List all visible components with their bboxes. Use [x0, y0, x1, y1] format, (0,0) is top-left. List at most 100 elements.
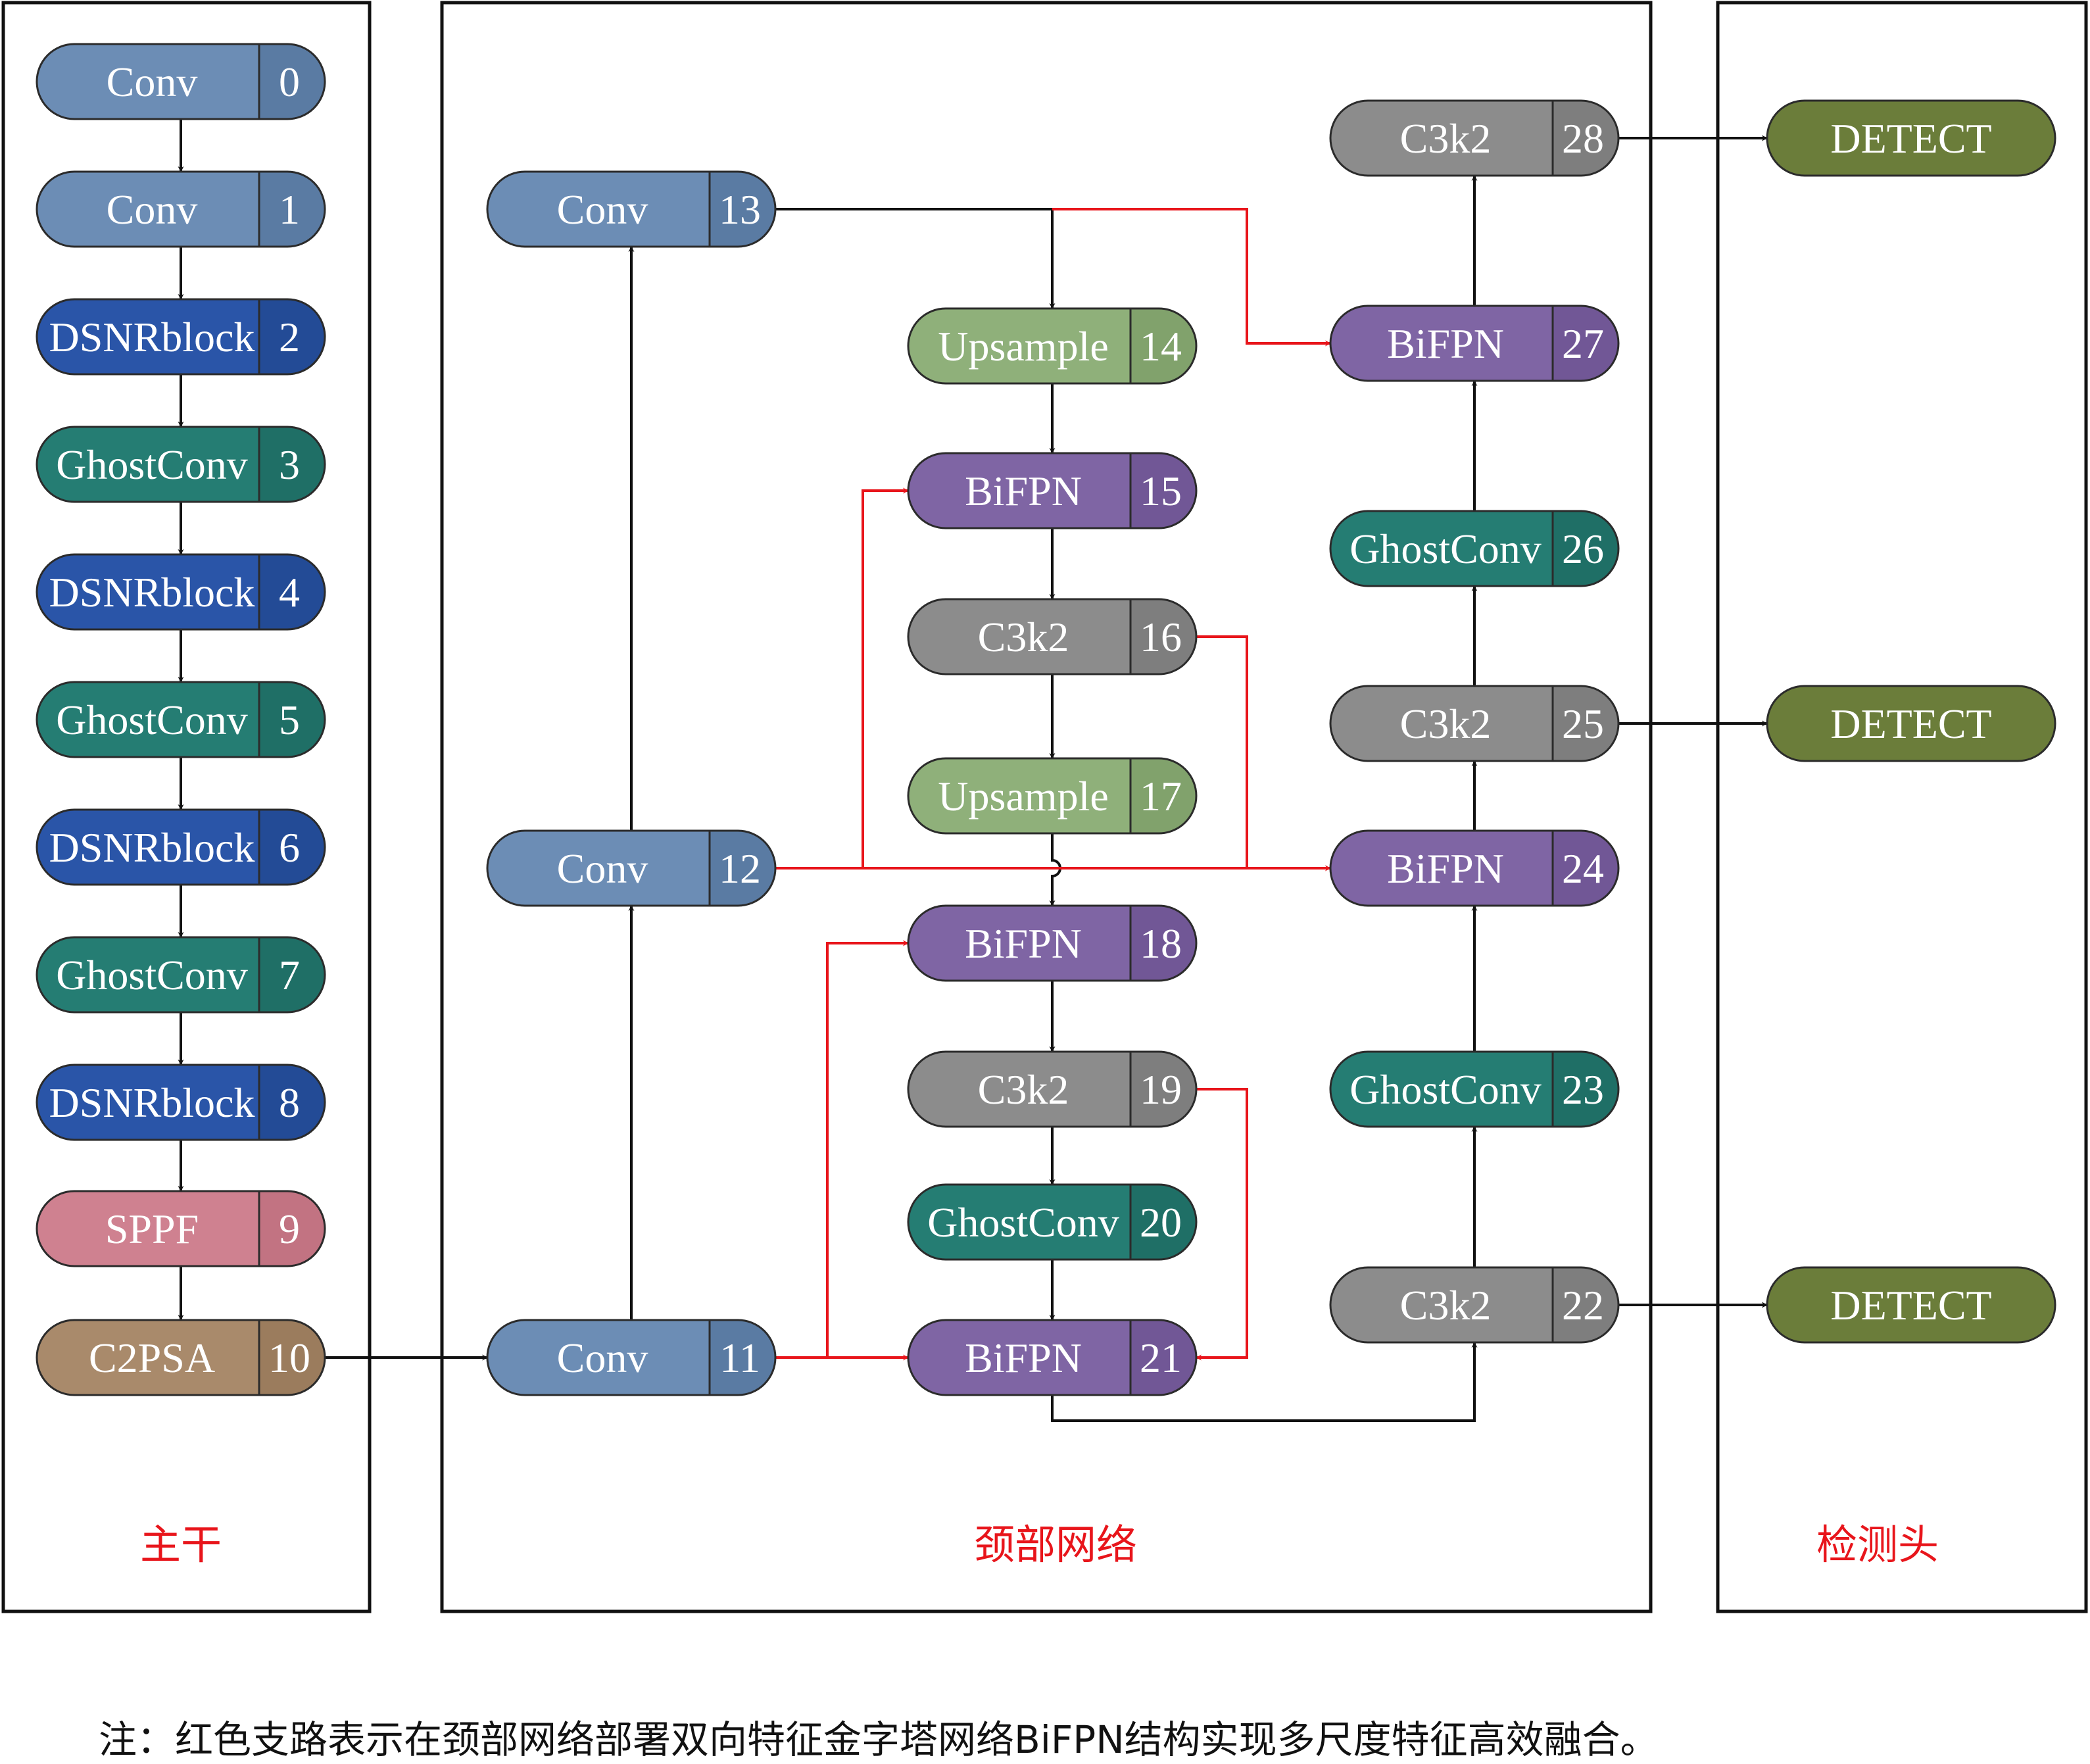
node-index-box: [710, 1320, 775, 1395]
module-index: 25: [1562, 700, 1604, 747]
node-body: [908, 599, 1196, 674]
module-index: 10: [268, 1335, 310, 1381]
module-index: 3: [279, 441, 300, 488]
module-index: 0: [279, 59, 300, 105]
node-outline: [36, 170, 326, 248]
module-index: 20: [1140, 1199, 1182, 1246]
module-name: BiFPN: [965, 468, 1082, 514]
node-body: [487, 1320, 775, 1395]
module-node-4: DSNRblock 4: [36, 553, 326, 631]
node-outline: [907, 904, 1198, 982]
node-body: [37, 427, 325, 502]
node-body: [37, 44, 325, 119]
node-index-box: [1130, 758, 1196, 833]
node-index-box: [1553, 511, 1618, 586]
module-index: 18: [1140, 920, 1182, 967]
node-index-box: [710, 831, 775, 906]
module-index: 14: [1140, 323, 1182, 370]
node-outline: [907, 307, 1198, 385]
node-outline: [1329, 510, 1620, 587]
node-outline: [1329, 829, 1620, 907]
node-body: [37, 682, 325, 757]
node-index-box: [259, 172, 325, 247]
module-name: Conv: [557, 1335, 648, 1381]
node-index-box: [259, 299, 325, 374]
node-body: [908, 453, 1196, 528]
node-index-box: [710, 172, 775, 247]
bifpn-19-21: [1196, 1088, 1248, 1361]
node-body: [1330, 1052, 1618, 1127]
node-outline: [36, 808, 326, 886]
module-index: 28: [1562, 115, 1604, 162]
node-index-box: [259, 810, 325, 885]
node-index-box: [259, 1065, 325, 1140]
node-outline: [36, 553, 326, 631]
node-outline: [36, 1319, 326, 1396]
node-outline: [36, 936, 326, 1014]
node-body: [1330, 511, 1618, 586]
module-index: 23: [1562, 1066, 1604, 1113]
node-outline: [1329, 1266, 1620, 1344]
detect-3: DETECT: [1766, 1266, 2056, 1344]
module-name: Upsample: [938, 773, 1109, 820]
node-index-box: [1130, 1052, 1196, 1127]
node-outline: [1329, 1050, 1620, 1128]
node-index-box: [259, 554, 325, 629]
module-node-14: Upsample 14: [907, 307, 1198, 385]
node-outline: [907, 1050, 1198, 1128]
module-index: 19: [1140, 1066, 1182, 1113]
node-body: [908, 308, 1196, 383]
module-name: C3k2: [978, 614, 1069, 660]
module-index: 4: [279, 569, 300, 616]
module-name: Upsample: [938, 323, 1109, 370]
bifpn-13-27: [1052, 208, 1331, 347]
module-name: GhostConv: [927, 1199, 1119, 1246]
bifpn-12-15: [775, 487, 909, 870]
module-index: 9: [279, 1206, 300, 1252]
node-index-box: [1553, 101, 1618, 176]
node-index-box: [259, 427, 325, 502]
node-outline: [1329, 305, 1620, 382]
module-index: 24: [1562, 845, 1604, 892]
node-outline: [486, 170, 777, 248]
module-index: 12: [719, 845, 761, 892]
node-index-box: [1130, 906, 1196, 981]
node-body: [487, 172, 775, 247]
module-name: GhostConv: [56, 441, 248, 488]
module-name: BiFPN: [1387, 320, 1504, 367]
node-body: [37, 1191, 325, 1266]
node-index-box: [259, 1191, 325, 1266]
module-name: Conv: [557, 845, 648, 892]
node-outline: [36, 681, 326, 758]
module-index: 22: [1562, 1282, 1604, 1329]
node-body: [1330, 101, 1618, 176]
module-index: 1: [279, 186, 300, 233]
module-name: BiFPN: [965, 1335, 1082, 1381]
module-name: DSNRblock: [49, 314, 255, 360]
node-body: [37, 554, 325, 629]
node-body: [908, 758, 1196, 833]
module-name: DSNRblock: [49, 569, 255, 616]
node-outline: [36, 1064, 326, 1141]
connectors: [178, 119, 1768, 1422]
detect-label: DETECT: [1830, 115, 1991, 162]
head-label: 检测头: [1816, 1521, 1939, 1569]
module-node-12: Conv 12: [486, 829, 777, 907]
module-index: 17: [1140, 773, 1182, 820]
node-body: [37, 810, 325, 885]
figure-caption: 注：红色支路表示在颈部网络部署双向特征金字塔网络BiFPN结构实现多尺度特征高效…: [99, 1717, 1659, 1762]
node-index-box: [259, 44, 325, 119]
module-index: 6: [279, 824, 300, 871]
node-outline: [907, 757, 1198, 835]
